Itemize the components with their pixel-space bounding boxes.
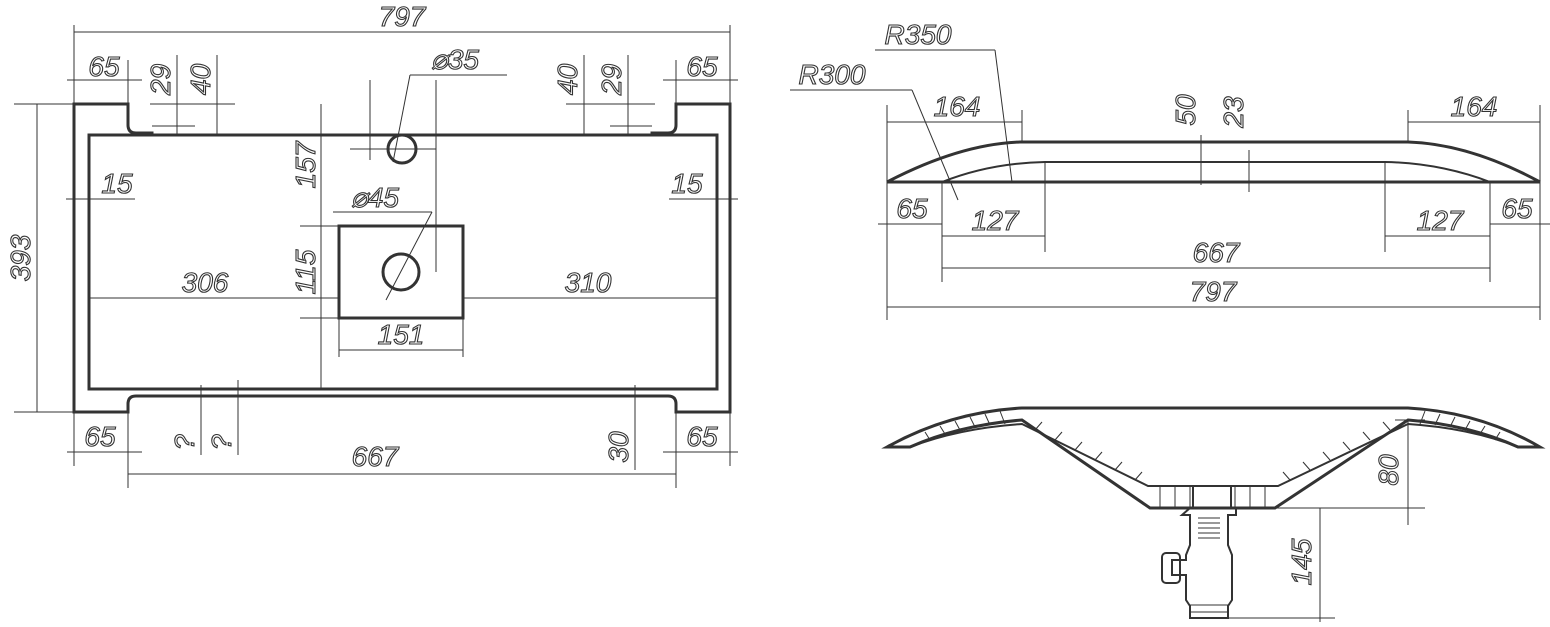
drain-hole [381, 252, 421, 292]
top-left-15: 15 [101, 168, 133, 199]
top-157: 157 [290, 140, 321, 188]
side-797: 797 [1190, 276, 1238, 307]
top-right-40: 40 [552, 63, 583, 95]
side-left-127: 127 [972, 205, 1020, 236]
side-23: 23 [1218, 96, 1249, 129]
drain-fitting [1192, 485, 1232, 509]
top-right-15: 15 [671, 168, 703, 199]
top-width-label: 797 [379, 1, 427, 32]
top-right-65: 65 [686, 51, 718, 82]
top-left-29: 29 [145, 64, 176, 96]
siphon-body [1171, 507, 1237, 619]
bottom-667: 667 [352, 441, 400, 472]
side-right-164: 164 [1451, 91, 1498, 122]
top-left-40: 40 [185, 63, 216, 95]
section-view: 80 145 [881, 406, 1546, 622]
top-height-label: 393 [5, 234, 36, 281]
top-306: 306 [182, 267, 229, 298]
top-151: 151 [378, 319, 425, 350]
section-145: 145 [1286, 538, 1317, 585]
top-inner-bowl [87, 133, 719, 391]
side-view: R350 R300 164 164 50 23 65 127 127 65 66… [790, 18, 1550, 320]
bottom-q1: ? [169, 434, 200, 450]
drain-hole-label: ⌀45 [351, 182, 399, 213]
siphon-outlet [1161, 552, 1181, 584]
side-667: 667 [1193, 237, 1241, 268]
top-left-65: 65 [88, 51, 120, 82]
top-right-29: 29 [596, 64, 627, 96]
section-hatching [924, 410, 1501, 508]
side-left-65: 65 [896, 193, 928, 224]
bottom-left-65: 65 [84, 421, 116, 452]
section-outer [881, 406, 1546, 510]
top-outer-outline [72, 102, 732, 414]
r350-label: R350 [885, 19, 952, 50]
side-50: 50 [1170, 94, 1201, 126]
section-80: 80 [1373, 454, 1404, 486]
bottom-30: 30 [603, 431, 634, 463]
drain-square [337, 224, 465, 320]
bottom-right-65: 65 [686, 421, 718, 452]
side-right-65: 65 [1501, 193, 1533, 224]
side-right-127: 127 [1417, 205, 1465, 236]
side-inner-profile [941, 161, 1491, 183]
top-310: 310 [565, 267, 612, 298]
section-inner [909, 422, 1519, 487]
bottom-q2: ? [206, 434, 237, 450]
side-left-164: 164 [934, 91, 981, 122]
tap-hole-label: ⌀35 [431, 44, 479, 75]
top-view: 797 65 65 29 40 40 29 ⌀35 ⌀45 393 15 15 … [4, 0, 738, 488]
top-115: 115 [290, 249, 321, 294]
r300-label: R300 [799, 59, 866, 90]
